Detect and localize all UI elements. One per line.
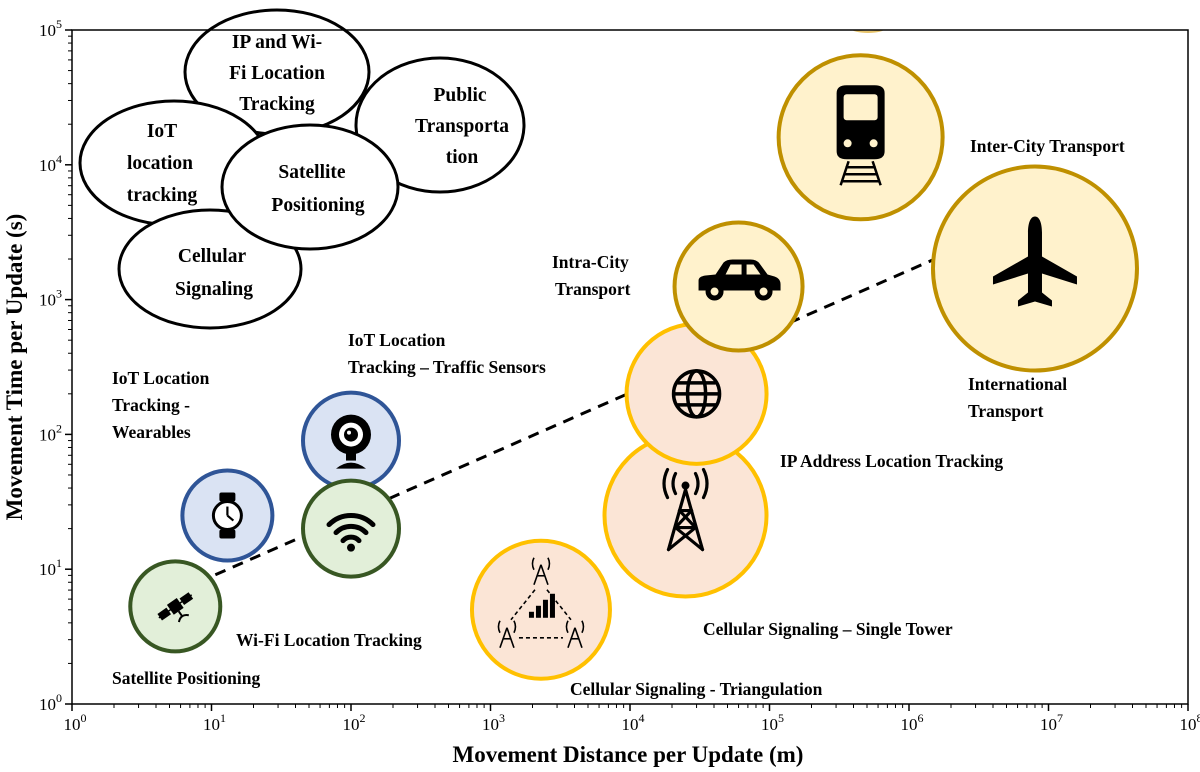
x-axis-ticks: 100 101 102 103 104 105 106 107 108 (64, 704, 1200, 734)
bubble-public-transportation: Public Transporta tion (354, 56, 526, 194)
y-tick-label: 102 (39, 421, 62, 444)
bubble-iot-line2: location (127, 153, 193, 174)
airplane-icon (992, 216, 1077, 307)
watch-icon (211, 492, 243, 539)
label-ip-address-tracking: IP Address Location Tracking (780, 451, 1003, 471)
y-tick-label: 100 (39, 691, 62, 714)
point-annotations: Satellite Positioning IoT Location Track… (112, 136, 1125, 699)
bubble-ip-wifi-line3: Tracking (239, 94, 315, 115)
label-intra-city-line1: Intra-City (552, 252, 629, 272)
bubble-ip-wifi-tracking: IP and Wi- Fi Location Tracking (183, 8, 371, 136)
label-iot-traffic-line2: Tracking – Traffic Sensors (348, 357, 546, 377)
label-intra-city-line2: Transport (555, 279, 631, 299)
x-tick-label: 103 (482, 711, 505, 734)
bubble-public-line1: Public (433, 85, 486, 106)
train-icon (836, 85, 885, 186)
x-tick-label: 108 (1180, 711, 1200, 734)
y-tick-label: 105 (39, 17, 62, 40)
x-axis-label: Movement Distance per Update (m) (453, 742, 804, 767)
wifi-icon (326, 513, 376, 552)
label-wifi-location-tracking: Wi-Fi Location Tracking (236, 630, 422, 650)
bubble-ip-wifi-line2: Fi Location (229, 63, 325, 84)
x-tick-label: 104 (622, 711, 645, 734)
webcam-icon (331, 414, 371, 469)
label-international-line1: International (968, 374, 1067, 394)
x-tick-label: 100 (64, 711, 87, 734)
label-iot-wearables-line3: Wearables (112, 422, 191, 442)
x-tick-label: 101 (203, 711, 226, 734)
bubble-satellite-line1: Satellite (278, 162, 345, 183)
bubble-public-line3: tion (446, 147, 479, 168)
bubble-cellular-line1: Cellular (178, 246, 247, 267)
label-iot-wearables-line2: Tracking - (112, 395, 190, 415)
label-inter-city-transport: Inter-City Transport (970, 136, 1125, 156)
y-tick-label: 103 (39, 287, 62, 310)
bubble-iot-line1: IoT (147, 121, 177, 142)
bubble-cellular-signaling: Cellular Signaling (117, 208, 303, 330)
label-cellular-triangulation: Cellular Signaling - Triangulation (570, 679, 823, 699)
y-tick-label: 101 (39, 556, 62, 579)
bubble-cellular-line2: Signaling (175, 279, 253, 300)
partial-circle-top (852, 30, 884, 33)
globe-icon (671, 369, 722, 419)
bubble-satellite-line2: Positioning (271, 195, 364, 216)
label-international-line2: Transport (968, 401, 1044, 421)
label-iot-wearables-line1: IoT Location (112, 368, 210, 388)
bubble-iot-line3: tracking (127, 185, 198, 206)
bubble-public-line2: Transporta (415, 116, 509, 137)
cell-tower-icon (662, 467, 709, 552)
technology-bubble-cluster: IP and Wi- Fi Location Tracking Public T… (78, 8, 526, 330)
y-tick-label: 104 (39, 152, 62, 175)
label-cellular-single-tower: Cellular Signaling – Single Tower (703, 619, 953, 639)
y-axis-ticks: 100 101 102 103 104 105 (39, 17, 72, 714)
triangulation-icon (497, 557, 585, 649)
bubble-ip-wifi-line1: IP and Wi- (232, 32, 322, 53)
x-tick-label: 106 (901, 711, 924, 734)
satellite-icon (157, 592, 194, 623)
bubble-satellite-positioning: Satellite Positioning (220, 123, 400, 251)
x-tick-label: 105 (761, 711, 784, 734)
label-satellite-positioning: Satellite Positioning (112, 668, 261, 688)
y-axis-label: Movement Time per Update (s) (2, 214, 27, 521)
label-iot-traffic-line1: IoT Location (348, 330, 446, 350)
car-icon (698, 259, 781, 301)
x-tick-label: 102 (343, 711, 366, 734)
x-tick-label: 107 (1040, 711, 1063, 734)
